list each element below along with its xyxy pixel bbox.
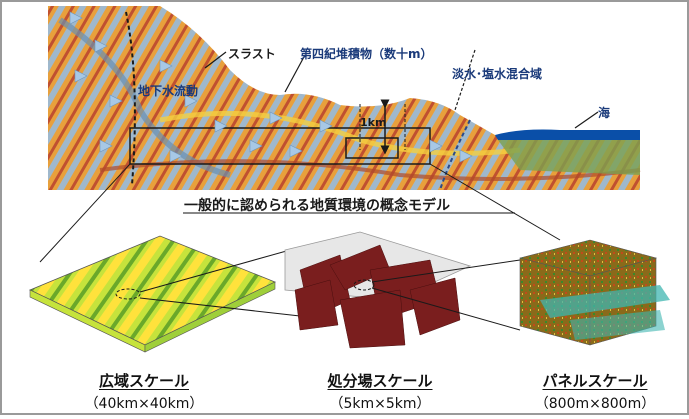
freshwater-label: 淡水･塩水混合域 [452,67,543,81]
sea-label: 海 [598,106,611,120]
scale-name: 広域スケール [98,372,189,390]
scale-name: パネルスケール [542,372,648,390]
geologic-strata [48,6,640,190]
thrust-label: スラスト [228,47,276,61]
panel-block [519,239,670,346]
scale-caption-panel: パネルスケール （800m×800m） [510,370,680,413]
groundwater-label: 地下水流動 [138,84,199,98]
cross-section [48,6,641,191]
scale-caption-regional: 広域スケール （40km×40km） [64,370,224,413]
panel-box [345,137,399,159]
regional-block [29,235,276,353]
scale-name: 処分場スケール [327,372,433,390]
sea-area [495,129,640,140]
scale-1km-label: 1km [360,116,387,129]
flow-arrows [69,11,473,163]
scale-size: （800m×800m） [534,396,656,412]
repository-block [284,231,472,349]
scale-size: （40km×40km） [84,396,204,412]
thrust-line [125,11,136,186]
scale-caption-repository: 処分場スケール （5km×5km） [300,370,460,413]
scale-size: （5km×5km） [329,396,431,412]
quaternary-label: 第四紀堆積物（数十m） [300,47,433,61]
diagram-title: 一般的に認められる地質環境の概念モデル [184,198,450,214]
mixing-zone-line [439,119,471,191]
